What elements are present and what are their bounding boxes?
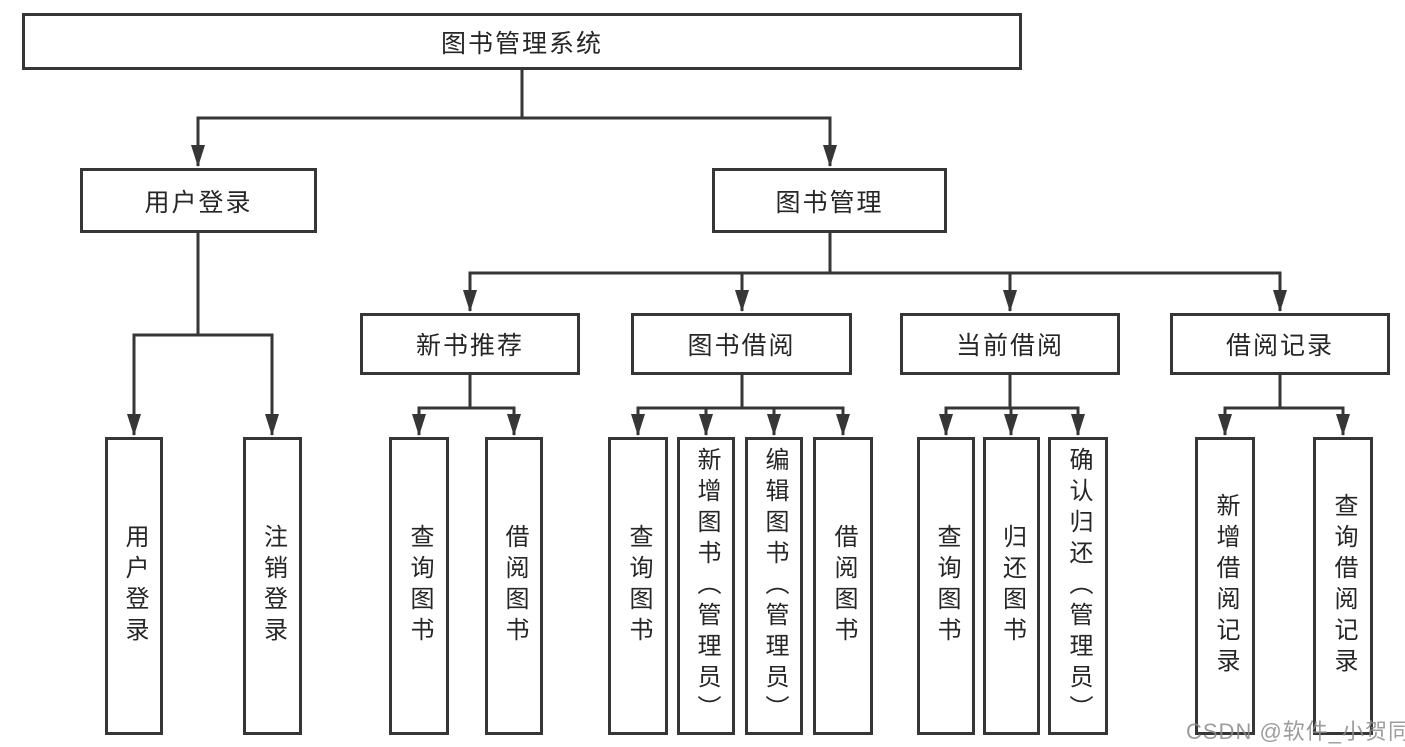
- node-book-management-branch: 图书管理: [712, 168, 947, 233]
- csdn-watermark: CSDN @软件_小贺同学: [1186, 719, 1405, 744]
- connector-book-mgmt-children: [463, 233, 1287, 312]
- node-borrow-books-under-borrowing: 借阅图书: [813, 437, 873, 735]
- connector-root-to-level2: [191, 70, 837, 167]
- node-confirm-return-admin: 确认归还（管理员）: [1048, 437, 1108, 735]
- node-edit-books-admin: 编辑图书（管理员）: [745, 437, 803, 735]
- connector-borrow-records-children: [1218, 375, 1350, 436]
- node-add-books-admin: 新增图书（管理员）: [677, 437, 735, 735]
- node-query-books-under-borrowing: 查询图书: [608, 437, 668, 735]
- connector-user-login-children: [127, 233, 279, 436]
- node-return-books: 归还图书: [983, 437, 1040, 735]
- connector-current-borrow-children: [939, 375, 1085, 436]
- connector-book-borrow-children: [631, 375, 850, 436]
- node-new-book-recommend: 新书推荐: [360, 313, 580, 375]
- node-user-login-branch: 用户登录: [80, 168, 317, 233]
- node-current-borrowing: 当前借阅: [900, 313, 1120, 375]
- node-borrowing-records: 借阅记录: [1170, 313, 1390, 375]
- node-add-borrow-record: 新增借阅记录: [1195, 437, 1255, 735]
- node-query-borrow-record: 查询借阅记录: [1313, 437, 1373, 735]
- node-user-login-leaf: 用户登录: [105, 437, 163, 735]
- node-borrow-books-under-recommend: 借阅图书: [485, 437, 543, 735]
- connector-new-rec-children: [412, 375, 521, 436]
- node-library-system: 图书管理系统: [22, 13, 1022, 70]
- node-query-books-under-current: 查询图书: [917, 437, 975, 735]
- node-query-books-under-recommend: 查询图书: [389, 437, 449, 735]
- node-book-borrowing: 图书借阅: [631, 313, 852, 375]
- node-logout-leaf: 注销登录: [243, 437, 302, 735]
